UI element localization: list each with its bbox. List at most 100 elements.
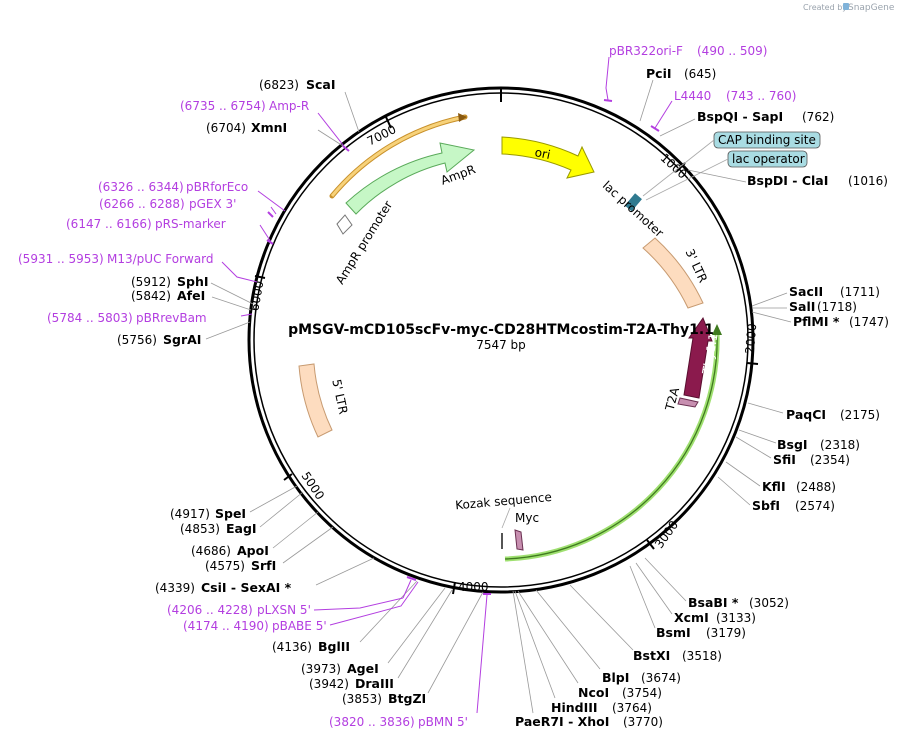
enzyme-afei[interactable]: AfeI bbox=[177, 288, 205, 303]
plasmid-size: 7547 bp bbox=[476, 338, 526, 352]
svg-text:(2175): (2175) bbox=[840, 408, 880, 422]
enzyme-blpi[interactable]: BlpI bbox=[602, 670, 629, 685]
svg-text:(4853): (4853) bbox=[180, 522, 220, 536]
svg-text:(4575): (4575) bbox=[205, 559, 245, 573]
enzyme-ncoi[interactable]: NcoI bbox=[578, 685, 609, 700]
primer-pbmn5[interactable]: pBMN 5' bbox=[418, 715, 468, 729]
thy11-feature[interactable] bbox=[683, 316, 713, 399]
svg-text:(5912): (5912) bbox=[131, 275, 171, 289]
svg-text:(5842): (5842) bbox=[131, 289, 171, 303]
enzyme-scai[interactable]: ScaI bbox=[306, 77, 336, 92]
primer-pbrrevbam[interactable]: pBRrevBam bbox=[136, 311, 207, 325]
enzyme-bsabi[interactable]: BsaBI * bbox=[688, 595, 739, 610]
primer-pbr322ori-f[interactable]: pBR322ori-F bbox=[609, 44, 683, 58]
lac-op-leader bbox=[645, 158, 729, 201]
svg-text:(5931 .. 5953): (5931 .. 5953) bbox=[18, 252, 104, 266]
enzyme-sgrai[interactable]: SgrAI bbox=[163, 332, 201, 347]
primer-pbrforeco[interactable]: pBRforEco bbox=[186, 180, 248, 194]
svg-text:(3770): (3770) bbox=[623, 715, 663, 729]
enzyme-spei[interactable]: SpeI bbox=[215, 506, 246, 521]
primer-prs-marker[interactable]: pRS-marker bbox=[155, 217, 226, 231]
tick-3000: 3000 bbox=[652, 518, 681, 551]
enzyme-draiii[interactable]: DraIII bbox=[355, 676, 394, 691]
svg-text:(5784 .. 5803): (5784 .. 5803) bbox=[47, 311, 133, 325]
enzyme-hindiii[interactable]: HindIII bbox=[551, 700, 598, 715]
svg-text:(3853): (3853) bbox=[342, 692, 382, 706]
enzymes-right: PciI (645) BspQI - SapI (762) BspDI - Cl… bbox=[512, 66, 889, 729]
enzyme-pflmi[interactable]: PflMI * bbox=[793, 314, 840, 329]
ampr-highlight-arrow bbox=[458, 113, 467, 122]
snapgene-logo-icon bbox=[843, 3, 849, 10]
primers: pBR322ori-F (490 .. 509) L4440 (743 .. 7… bbox=[18, 44, 796, 729]
svg-text:(3133): (3133) bbox=[716, 611, 756, 625]
enzymes-left: (6823) ScaI (6704) XmnI (5912) SphI (584… bbox=[117, 77, 484, 706]
primer-plxsn5[interactable]: pLXSN 5' bbox=[257, 603, 311, 617]
enzyme-xmni[interactable]: XmnI bbox=[251, 120, 287, 135]
enzyme-sbfi[interactable]: SbfI bbox=[752, 498, 780, 513]
enzyme-kfli[interactable]: KflI bbox=[762, 479, 786, 494]
enzyme-sfii[interactable]: SfiI bbox=[773, 452, 796, 467]
primer-amp-r[interactable]: Amp-R bbox=[269, 99, 309, 113]
enzyme-xhoi[interactable]: PaeR7I - XhoI bbox=[515, 714, 609, 729]
svg-text:(4174 .. 4190): (4174 .. 4190) bbox=[183, 619, 269, 633]
svg-text:(3052): (3052) bbox=[749, 596, 789, 610]
enzyme-xcmi[interactable]: XcmI bbox=[674, 610, 709, 625]
enzyme-pcii[interactable]: PciI bbox=[646, 66, 672, 81]
svg-text:(2488): (2488) bbox=[796, 480, 836, 494]
enzyme-bsmi[interactable]: BsmI bbox=[656, 625, 691, 640]
enzyme-apoi[interactable]: ApoI bbox=[237, 543, 269, 558]
enzyme-bspdi[interactable]: BspDI - ClaI bbox=[747, 173, 828, 188]
primer-pbabe5[interactable]: pBABE 5' bbox=[272, 619, 327, 633]
ampr-label: AmpR bbox=[439, 162, 477, 187]
svg-text:(4917): (4917) bbox=[170, 507, 210, 521]
enzyme-sphi[interactable]: SphI bbox=[177, 274, 209, 289]
plasmid-name: pMSGV-mCD105scFv-myc-CD28HTMcostim-T2A-T… bbox=[288, 322, 714, 338]
svg-text:(743 .. 760): (743 .. 760) bbox=[726, 89, 796, 103]
enzyme-csii[interactable]: CsiI - SexAI * bbox=[201, 580, 292, 595]
myc-feature[interactable] bbox=[514, 529, 524, 551]
enzyme-bsgi[interactable]: BsgI bbox=[777, 437, 808, 452]
enzyme-bspqi[interactable]: BspQI - SapI bbox=[697, 109, 783, 124]
svg-text:(1718): (1718) bbox=[817, 300, 857, 314]
primer-m13-puc-forward[interactable]: M13/pUC Forward bbox=[107, 252, 214, 266]
ltr5-feature[interactable] bbox=[298, 363, 333, 438]
svg-text:(3754): (3754) bbox=[622, 686, 662, 700]
svg-text:(4206 .. 4228): (4206 .. 4228) bbox=[167, 603, 253, 617]
svg-text:(6147 .. 6166): (6147 .. 6166) bbox=[66, 217, 152, 231]
enzyme-bglii[interactable]: BglII bbox=[318, 639, 350, 654]
svg-text:(3518): (3518) bbox=[682, 649, 722, 663]
enzyme-btgzi[interactable]: BtgZI bbox=[388, 691, 426, 706]
enzyme-eagi[interactable]: EagI bbox=[226, 521, 257, 536]
ampr-promoter-feature[interactable] bbox=[336, 214, 353, 235]
enzyme-agei[interactable]: AgeI bbox=[347, 661, 379, 676]
enzyme-srfi[interactable]: SrfI bbox=[251, 558, 276, 573]
svg-text:(645): (645) bbox=[684, 67, 716, 81]
kozak-label: Kozak sequence bbox=[455, 490, 553, 512]
cap-binding-site-label: CAP binding site bbox=[718, 133, 816, 147]
svg-text:(6326 .. 6344): (6326 .. 6344) bbox=[98, 180, 184, 194]
lac-promoter-label: lac promoter bbox=[600, 178, 666, 240]
svg-text:(6735 .. 6754): (6735 .. 6754) bbox=[180, 99, 266, 113]
cds-highlight-arrow bbox=[712, 324, 722, 335]
svg-text:(3764): (3764) bbox=[612, 701, 652, 715]
primer-pgex3[interactable]: pGEX 3' bbox=[189, 197, 236, 211]
ampr-highlight-arc-inner bbox=[330, 115, 466, 197]
enzyme-bstxi[interactable]: BstXI bbox=[633, 648, 670, 663]
svg-text:(1016): (1016) bbox=[848, 174, 888, 188]
lac-promoter-feature[interactable] bbox=[624, 193, 642, 212]
svg-text:(4686): (4686) bbox=[191, 544, 231, 558]
t2a-label: T2A bbox=[662, 385, 682, 413]
cap-leader bbox=[642, 139, 715, 197]
ampr-feature[interactable] bbox=[345, 142, 476, 215]
svg-text:(3674): (3674) bbox=[641, 671, 681, 685]
svg-text:(4136): (4136) bbox=[272, 640, 312, 654]
enzyme-paqci[interactable]: PaqCI bbox=[786, 407, 826, 422]
ori-feature[interactable] bbox=[501, 136, 595, 179]
enzyme-sacii[interactable]: SacII bbox=[789, 284, 823, 299]
ltr3-feature[interactable] bbox=[642, 237, 704, 309]
enzyme-sali[interactable]: SalI bbox=[789, 299, 815, 314]
svg-text:(4339): (4339) bbox=[155, 581, 195, 595]
svg-text:(2354): (2354) bbox=[810, 453, 850, 467]
primer-l4440[interactable]: L4440 bbox=[674, 89, 711, 103]
t2a-feature[interactable] bbox=[677, 397, 699, 408]
